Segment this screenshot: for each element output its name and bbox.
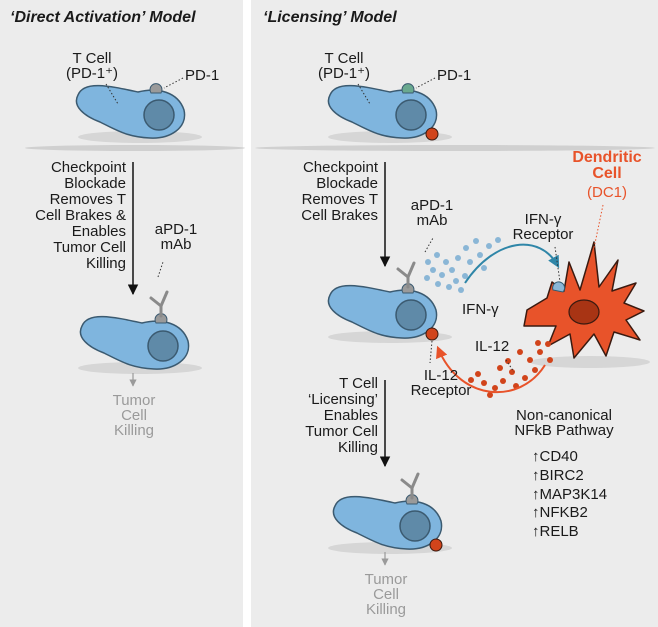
right-il12-receptor-top xyxy=(425,127,439,141)
ifng-label: IFN-γ xyxy=(462,301,499,318)
right-tcell-leader xyxy=(357,83,371,105)
right-t-cell-middle xyxy=(327,261,452,343)
right-pd1-receptor xyxy=(401,83,415,94)
right-pd1-label: PD-1 xyxy=(437,67,472,84)
il12-label: IL-12 xyxy=(475,338,510,355)
right-t-cell-label: T Cell (PD-1⁺) xyxy=(317,50,371,82)
left-outcome-label: Tumor Cell Killing xyxy=(112,392,156,439)
right-pd1-leader xyxy=(415,77,436,89)
il12-receptor-leader xyxy=(429,340,433,364)
left-tcell-leader xyxy=(105,83,119,105)
right-arrow-text-2: T Cell ‘Licensing’ Enables Tumor Cell Ki… xyxy=(305,375,378,457)
left-antibody-leader xyxy=(157,261,164,278)
ifng-receptor-label: IFN-γ Receptor xyxy=(512,211,574,243)
dc-subtype-label: (DC1) xyxy=(587,184,627,201)
right-antibody-bottom xyxy=(400,472,420,500)
left-panel-title: ‘Direct Activation’ Model xyxy=(10,9,196,26)
left-t-cell-bottom xyxy=(78,290,202,374)
left-t-cell-label: T Cell (PD-1⁺) xyxy=(65,50,119,82)
left-antibody xyxy=(149,290,169,318)
il12-leader xyxy=(505,359,515,373)
ifng-dots xyxy=(424,237,501,293)
pathway-gene-item: ↑NFKB2 xyxy=(532,504,588,522)
dendritic-leader xyxy=(593,204,604,249)
ifng-receptor xyxy=(552,281,566,293)
ifng-arrow xyxy=(464,243,560,284)
right-outcome-label: Tumor Cell Killing xyxy=(364,571,408,618)
il12-receptor-label: IL-12 Receptor xyxy=(410,367,472,399)
up-arrow-icon: ↑ xyxy=(532,504,540,522)
dendritic-cell-label: Dendritic Cell xyxy=(572,149,642,182)
pathway-title: Non-canonical NFkB Pathway xyxy=(514,407,614,439)
left-arrow-text: Checkpoint Blockade Removes T Cell Brake… xyxy=(35,159,126,273)
panel-divider xyxy=(243,0,251,627)
pathway-gene-item: ↑CD40 xyxy=(532,448,578,465)
pathway-gene-item: ↑BIRC2 xyxy=(532,466,584,484)
right-antibody-middle xyxy=(396,261,416,289)
left-t-cell-top xyxy=(75,83,202,143)
dendritic-cell xyxy=(523,241,650,368)
left-antibody-label: aPD-1 mAb xyxy=(154,221,198,253)
right-antibody-leader xyxy=(424,237,434,253)
right-t-cell-bottom xyxy=(328,472,452,554)
left-divider-shadow xyxy=(25,145,245,151)
up-arrow-icon: ↑ xyxy=(532,523,540,540)
right-panel-title: ‘Licensing’ Model xyxy=(263,9,397,26)
up-arrow-icon: ↑ xyxy=(532,448,540,465)
right-divider-shadow xyxy=(255,145,655,151)
right-arrow-text-1: Checkpoint Blockade Removes T Cell Brake… xyxy=(301,159,378,225)
right-t-cell-top xyxy=(327,83,452,143)
right-antibody-label: aPD-1 mAb xyxy=(410,197,454,229)
left-pd1-receptor xyxy=(149,83,163,94)
up-arrow-icon: ↑ xyxy=(532,466,540,484)
pathway-gene-list: ↑CD40 ↑BIRC2 ↑MAP3K14 ↑NFKB2 ↑RELB xyxy=(532,448,607,542)
left-pd1-label: PD-1 xyxy=(185,67,220,84)
left-pd1-leader xyxy=(163,77,184,89)
ifng-receptor-leader xyxy=(554,246,561,283)
il12-dots xyxy=(468,340,553,398)
pathway-gene-item: ↑RELB xyxy=(532,523,579,540)
il12-arrow xyxy=(436,345,546,394)
pathway-gene-item: ↑MAP3K14 xyxy=(532,485,608,503)
up-arrow-icon: ↑ xyxy=(532,485,540,503)
